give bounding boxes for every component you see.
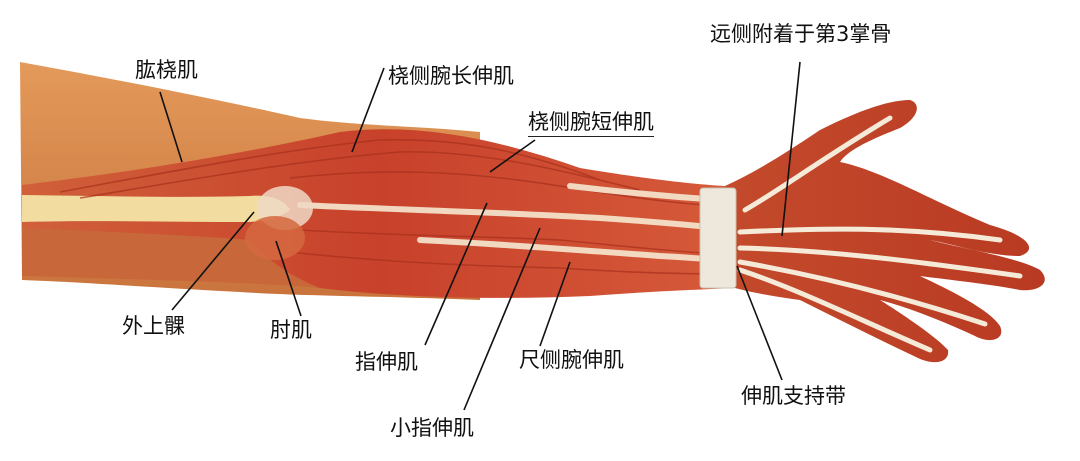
label-extensor-carpi-ulnaris: 尺侧腕伸肌 — [519, 348, 624, 372]
label-lateral-epicondyle: 外上髁 — [122, 314, 185, 338]
label-extensor-digiti-minimi: 小指伸肌 — [390, 416, 474, 440]
label-anconeus: 肘肌 — [270, 318, 312, 342]
label-extensor-carpi-radialis-brevis: 桡侧腕短伸肌 — [528, 112, 654, 137]
label-extensor-carpi-radialis-longus: 桡侧腕长伸肌 — [388, 64, 514, 88]
anconeus-region — [245, 216, 305, 260]
label-distal-attachment: 远侧附着于第3掌骨 — [710, 22, 892, 46]
label-extensor-retinaculum: 伸肌支持带 — [741, 384, 846, 408]
leader-lines — [159, 61, 801, 411]
extensor-retinaculum-band — [699, 187, 737, 289]
label-extensor-digitorum: 指伸肌 — [355, 350, 418, 374]
lower-skin — [22, 228, 320, 288]
humerus — [22, 195, 290, 222]
label-brachioradialis: 肱桡肌 — [135, 58, 198, 82]
